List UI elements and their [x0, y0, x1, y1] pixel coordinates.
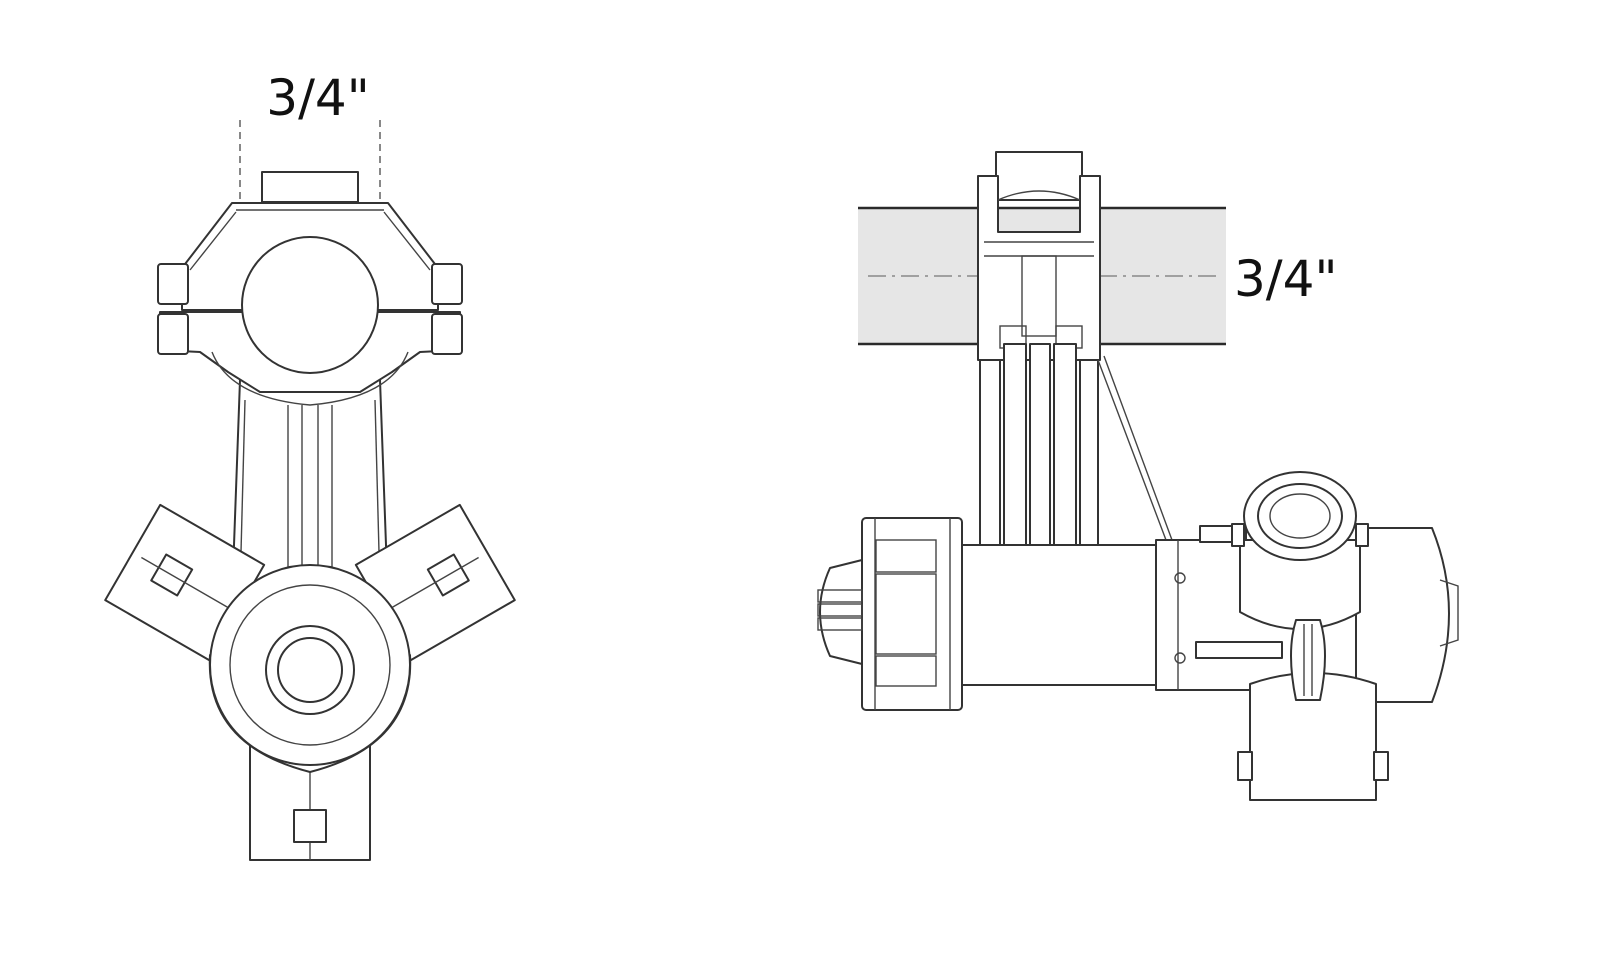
clamp-lower-curve [211, 351, 409, 406]
left-end-thread-2 [817, 603, 863, 617]
right-body-rivet-bottom [1174, 652, 1186, 664]
side-view: 3/4" [817, 151, 1459, 801]
front-dimension-label: 3/4" [266, 69, 369, 127]
nozzle-body-main [961, 544, 1183, 686]
clamp-saddle-curve [997, 190, 1081, 201]
lower-outlet-tab-right [1373, 751, 1389, 781]
clamp-leg-outer-left [979, 359, 1001, 556]
right-end-cap [1355, 527, 1450, 703]
turret-ear-left [1231, 523, 1245, 547]
clamp-ear-right-top [431, 263, 463, 305]
hex-nut-flat-middle [875, 573, 937, 655]
right-end-tip [1439, 579, 1459, 647]
left-end-thread-1 [817, 589, 863, 603]
right-body-slot [1195, 641, 1283, 659]
left-end-thread-3 [817, 617, 863, 631]
clamp-ear-left-top [157, 263, 189, 305]
lower-outlet [1249, 672, 1377, 801]
diagonal-brace [1097, 355, 1173, 541]
side-dimension-label: 3/4" [1234, 250, 1337, 308]
clamp-top-tab [261, 171, 359, 203]
right-body-rivet-top [1174, 572, 1186, 584]
turret-ear-right [1355, 523, 1369, 547]
pipe-bore [241, 236, 379, 374]
left-outlet-split [141, 556, 238, 614]
nozzle-orifice-inner [277, 637, 343, 703]
turret-bore [1269, 493, 1331, 539]
front-view: 3/4" [104, 69, 516, 861]
center-band [1290, 619, 1326, 701]
bottom-outlet-latch [293, 809, 327, 843]
lower-outlet-tab-left [1237, 751, 1253, 781]
right-outlet-split [382, 556, 479, 614]
clamp-top-cap [995, 151, 1083, 201]
clamp-leg-outer-right [1079, 359, 1099, 556]
clamp-upper-chamfer-right [383, 211, 431, 271]
nozzle-hub-ring [229, 584, 391, 746]
clamp-upper-chamfer-left [189, 211, 237, 271]
clamp-ear-left-bottom [157, 313, 189, 355]
left-end-cap [819, 559, 863, 665]
clamp-ear-right-bottom [431, 313, 463, 355]
left-hex-nut [861, 517, 963, 711]
hex-nut-flat-bottom [875, 655, 937, 687]
clamp-center-slot [1021, 255, 1057, 337]
hex-nut-flat-top [875, 539, 937, 573]
